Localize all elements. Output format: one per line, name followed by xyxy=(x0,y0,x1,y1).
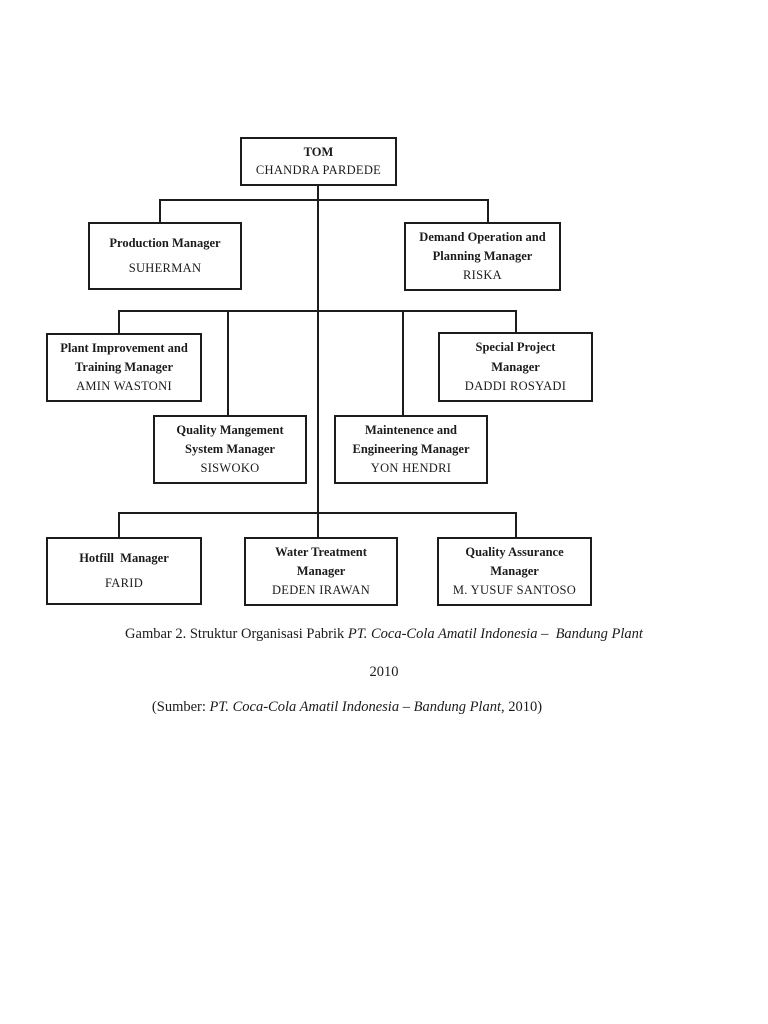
connector-tom-stub xyxy=(317,186,319,201)
org-box-special-project-manager: Special Project Manager DADDI ROSYADI xyxy=(438,332,593,402)
connector-qms-drop xyxy=(227,310,229,416)
org-box-name: RISKA xyxy=(462,268,502,282)
org-box-title-line: Manager xyxy=(296,564,346,578)
figure-caption-source: (Sumber: PT. Coca-Cola Amatil Indonesia … xyxy=(0,697,731,717)
connector-level1-h xyxy=(160,199,489,201)
connector-center-v xyxy=(317,199,319,538)
org-box-name: SUHERMAN xyxy=(128,261,202,275)
org-box-hotfill-manager: Hotfill Manager FARID xyxy=(46,537,202,605)
org-box-plant-improvement-training-manager: Plant Improvement and Training Manager A… xyxy=(46,333,202,402)
org-box-title-line: System Manager xyxy=(185,442,275,456)
connector-plant-drop xyxy=(118,310,120,334)
caption-regular-text: Gambar 2. Struktur Organisasi Pabrik xyxy=(125,626,348,642)
org-box-title-line: Quality Mangement xyxy=(176,423,284,437)
org-box-demand-operation-planning-manager: Demand Operation and Planning Manager RI… xyxy=(404,222,561,291)
org-box-title-line: Hotfill Manager xyxy=(79,551,169,565)
connector-production-drop xyxy=(159,199,161,223)
caption-regular-text: 2010) xyxy=(504,699,543,715)
org-box-title-line: TOM xyxy=(303,144,334,159)
org-box-title-line: Engineering Manager xyxy=(352,442,470,456)
org-box-water-treatment-manager: Water Treatment Manager DEDEN IRAWAN xyxy=(244,537,398,606)
org-box-maintenance-engineering-manager: Maintenence and Engineering Manager YON … xyxy=(334,415,488,484)
figure-caption-year: 2010 xyxy=(369,664,399,680)
caption-italic-text: PT. Coca-Cola Amatil Indonesia – Bandung… xyxy=(347,626,643,642)
org-box-title-line: Maintenence and xyxy=(364,423,457,437)
org-box-name: AMIN WASTONI xyxy=(76,379,172,393)
connector-maintenance-drop xyxy=(402,310,404,416)
org-box-tom: TOM CHANDRA PARDEDE xyxy=(240,137,397,186)
connector-hotfill-drop xyxy=(118,512,120,538)
org-box-name: DADDI ROSYADI xyxy=(464,378,567,393)
org-box-title-line: Manager xyxy=(491,359,540,374)
org-box-production-manager: Production Manager SUHERMAN xyxy=(88,222,242,290)
org-box-quality-management-system-manager: Quality Mangement System Manager SISWOKO xyxy=(153,415,307,484)
caption-italic-text: PT. Coca-Cola Amatil Indonesia – Bandung… xyxy=(209,699,505,715)
org-box-title-line: Manager xyxy=(490,564,539,578)
connector-qa-drop xyxy=(515,512,517,538)
connector-special-drop xyxy=(515,310,517,333)
org-box-title-line: Plant Improvement and xyxy=(60,341,188,355)
org-box-name: FARID xyxy=(104,576,144,590)
org-box-name: YON HENDRI xyxy=(370,461,452,475)
org-box-name: SISWOKO xyxy=(200,461,260,475)
org-box-title-line: Special Project xyxy=(475,340,556,355)
org-box-title-line: Planning Manager xyxy=(432,249,533,263)
org-box-title-line: Production Manager xyxy=(109,236,221,250)
org-box-quality-assurance-manager: Quality Assurance Manager M. YUSUF SANTO… xyxy=(437,537,592,606)
org-box-title-line: Quality Assurance xyxy=(465,545,564,559)
org-box-title-line: Water Treatment xyxy=(275,545,367,559)
org-box-title-line: Training Manager xyxy=(74,360,174,374)
org-box-name: CHANDRA PARDEDE xyxy=(255,163,382,178)
connector-demand-drop xyxy=(487,199,489,223)
figure-caption-line-1: Gambar 2. Struktur Organisasi Pabrik PT.… xyxy=(0,624,768,644)
connector-level3-h xyxy=(118,512,517,514)
org-box-title-line: Demand Operation and xyxy=(419,230,546,244)
org-box-name: M. YUSUF SANTOSO xyxy=(452,583,577,597)
caption-regular-text: (Sumber: xyxy=(151,699,210,715)
connector-level2-h xyxy=(118,310,517,312)
org-box-name: DEDEN IRAWAN xyxy=(271,583,371,597)
